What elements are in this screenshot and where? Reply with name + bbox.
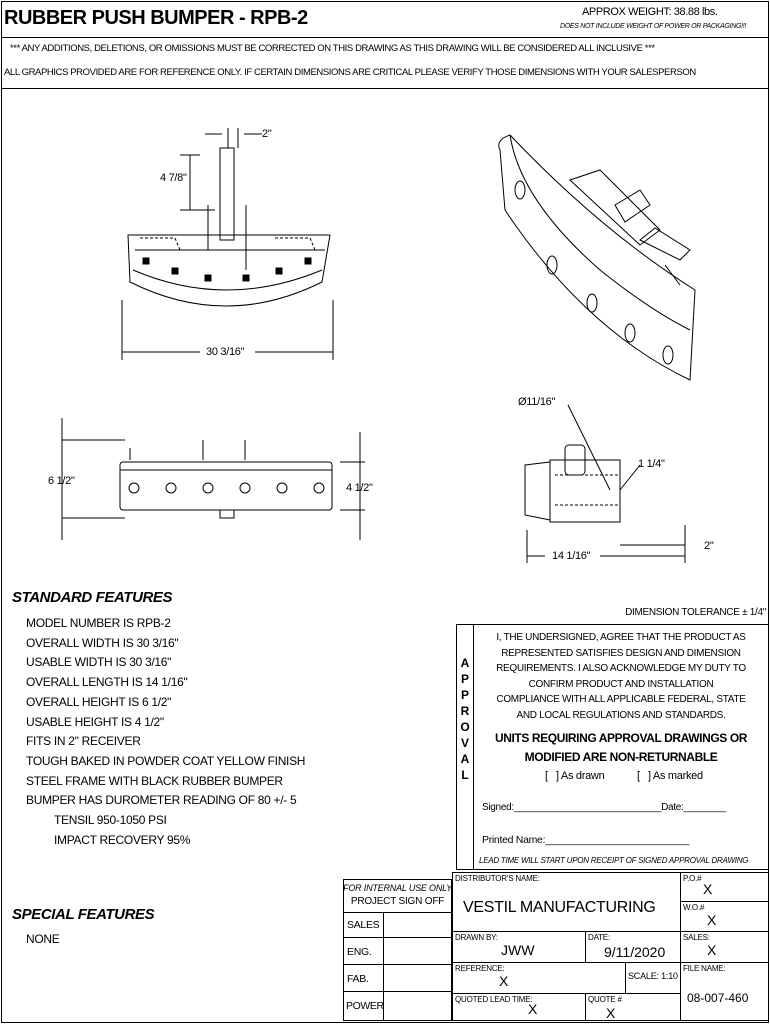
printed-name-field[interactable]: Printed Name:__________________________ (482, 834, 690, 846)
po-cell: P.O.# X (680, 872, 769, 902)
feature-item: OVERALL WIDTH IS 30 3/16" (26, 636, 179, 650)
statement-line: CONFIRM PRODUCT AND INSTALLATION (528, 678, 714, 690)
sales-cell: SALES: X (680, 931, 769, 963)
sales-label: SALES: (683, 933, 710, 942)
drawn-by-label: DRAWN BY: (455, 933, 498, 942)
signoff-fab: FAB. (343, 964, 384, 992)
special-feature-item: NONE (26, 932, 60, 946)
po-label: P.O.# (683, 874, 702, 883)
quote-label: QUOTE # (588, 995, 622, 1004)
option-as-marked[interactable]: [ ] As marked (637, 770, 703, 782)
approval-side-label: APPROVAL (460, 656, 470, 782)
internal-signoff-header: FOR INTERNAL USE ONLY PROJECT SIGN OFF (343, 881, 452, 909)
weight-note: DOES NOT INCLUDE WEIGHT OF POWER OR PACK… (560, 23, 747, 30)
feature-item: OVERALL LENGTH IS 14 1/16" (26, 675, 188, 689)
file-name-cell: FILE NAME: 08-007-460 (680, 962, 769, 1021)
end-view (524, 404, 686, 563)
lead-time-note: LEAD TIME WILL START UPON RECEIPT OF SIG… (479, 856, 749, 865)
quote-value: X (606, 1005, 616, 1021)
quoted-lead-time-value: X (528, 1001, 538, 1017)
sales-value: X (707, 942, 717, 958)
feature-item: BUMPER HAS DUROMETER READING OF 80 +/- 5 (26, 793, 297, 807)
approval-box (456, 624, 769, 870)
signoff-eng-field[interactable] (383, 937, 452, 965)
project-signoff-label: PROJECT SIGN OFF (350, 896, 445, 907)
quote-cell: QUOTE # X (585, 993, 681, 1021)
statement-line: REQUIREMENTS. I ALSO ACKNOWLEDGE MY DUTY… (496, 663, 746, 674)
feature-item: OVERALL HEIGHT IS 6 1/2" (26, 695, 172, 709)
reference-value: X (499, 973, 509, 989)
statement-line: AND LOCAL REGULATIONS AND STANDARDS. (516, 709, 726, 721)
dim-hole: Ø11/16" (518, 396, 556, 408)
feature-item: USABLE WIDTH IS 30 3/16" (26, 655, 172, 669)
dim-end-a: 1 1/4" (638, 458, 665, 470)
feature-item: FITS IN 2" RECEIVER (26, 734, 141, 748)
internal-use-label: FOR INTERNAL USE ONLY (343, 883, 452, 893)
divider (1, 37, 769, 38)
drawn-by-cell: DRAWN BY: JWW (452, 931, 586, 963)
feature-sub-item: IMPACT RECOVERY 95% (54, 833, 191, 847)
side-view (61, 418, 365, 540)
reference-label: REFERENCE: (455, 964, 505, 973)
dimension-tolerance: DIMENSION TOLERANCE ± 1/4" (625, 607, 766, 618)
dim-end-length: 14 1/16" (552, 550, 591, 562)
scale-cell: SCALE: 1:10 (625, 962, 681, 994)
approval-warning: UNITS REQUIRING APPROVAL DRAWINGS OR MOD… (476, 729, 766, 767)
wo-value: X (707, 912, 717, 928)
drawn-by-value: JWW (501, 942, 535, 958)
feature-item: MODEL NUMBER IS RPB-2 (26, 616, 171, 630)
signoff-fab-field[interactable] (383, 964, 452, 992)
quoted-lead-time-cell: QUOTED LEAD TIME: X (452, 993, 586, 1021)
distributor-label: DISTRIBUTOR'S NAME: (455, 874, 540, 883)
dim-front-width: 30 3/16" (206, 346, 245, 358)
front-view (121, 128, 334, 360)
dim-end-b: 2" (704, 540, 714, 552)
distributor-value: VESTIL MANUFACTURING (463, 899, 656, 916)
warning-line: UNITS REQUIRING APPROVAL DRAWINGS OR (494, 731, 748, 745)
divider (473, 624, 474, 870)
divider (1, 88, 769, 89)
drawing-title: RUBBER PUSH BUMPER - RPB-2 (4, 7, 308, 29)
signoff-sales-field[interactable] (383, 912, 452, 938)
date-value: 9/11/2020 (604, 944, 666, 960)
feature-item: USABLE HEIGHT IS 4 1/2" (26, 715, 164, 729)
statement-line: REPRESENTED SATISFIES DESIGN AND DIMENSI… (501, 647, 741, 659)
date-cell: DATE: 9/11/2020 (585, 931, 681, 963)
notice-inclusive: *** ANY ADDITIONS, DELETIONS, OR OMISSIO… (10, 43, 655, 54)
dim-top-height: 4 7/8" (160, 172, 187, 184)
notice-reference: ALL GRAPHICS PROVIDED ARE FOR REFERENCE … (4, 67, 696, 78)
date-label: DATE: (588, 933, 610, 942)
isometric-view (498, 134, 696, 381)
standard-features-heading: STANDARD FEATURES (12, 589, 173, 606)
wo-label: W.O.# (683, 903, 705, 912)
signoff-sales: SALES (343, 912, 384, 938)
signoff-eng: ENG. (343, 937, 384, 965)
dim-top-width: 2" (262, 128, 272, 140)
feature-item: TOUGH BAKED IN POWDER COAT YELLOW FINISH (26, 754, 306, 768)
dim-overall-height: 6 1/2" (48, 475, 75, 487)
signoff-power: POWER (343, 991, 384, 1021)
file-name-value: 08-007-460 (687, 991, 749, 1005)
reference-cell: REFERENCE: X (452, 962, 626, 994)
signed-date-field[interactable]: Signed:____________________________Date:… (482, 802, 726, 813)
wo-cell: W.O.# X (680, 901, 769, 932)
special-features-heading: SPECIAL FEATURES (12, 906, 155, 923)
file-name-label: FILE NAME: (683, 964, 726, 973)
approx-weight: APPROX WEIGHT: 38.88 lbs. (582, 6, 718, 18)
feature-sub-item: TENSIL 950-1050 PSI (54, 813, 167, 827)
signoff-power-field[interactable] (383, 991, 452, 1021)
dim-usable-height: 4 1/2" (346, 482, 373, 494)
approval-statement: I, THE UNDERSIGNED, AGREE THAT THE PRODU… (476, 630, 766, 723)
po-value: X (703, 881, 713, 897)
distributor-cell: DISTRIBUTOR'S NAME: VESTIL MANUFACTURING (452, 872, 681, 932)
warning-line: MODIFIED ARE NON-RETURNABLE (524, 750, 718, 764)
option-as-drawn[interactable]: [ ] As drawn (545, 770, 605, 782)
feature-item: STEEL FRAME WITH BLACK RUBBER BUMPER (26, 774, 283, 788)
quoted-lead-time-label: QUOTED LEAD TIME: (455, 995, 533, 1004)
statement-line: COMPLIANCE WITH ALL APPLICABLE FEDERAL, … (496, 694, 746, 705)
statement-line: I, THE UNDERSIGNED, AGREE THAT THE PRODU… (496, 632, 746, 643)
